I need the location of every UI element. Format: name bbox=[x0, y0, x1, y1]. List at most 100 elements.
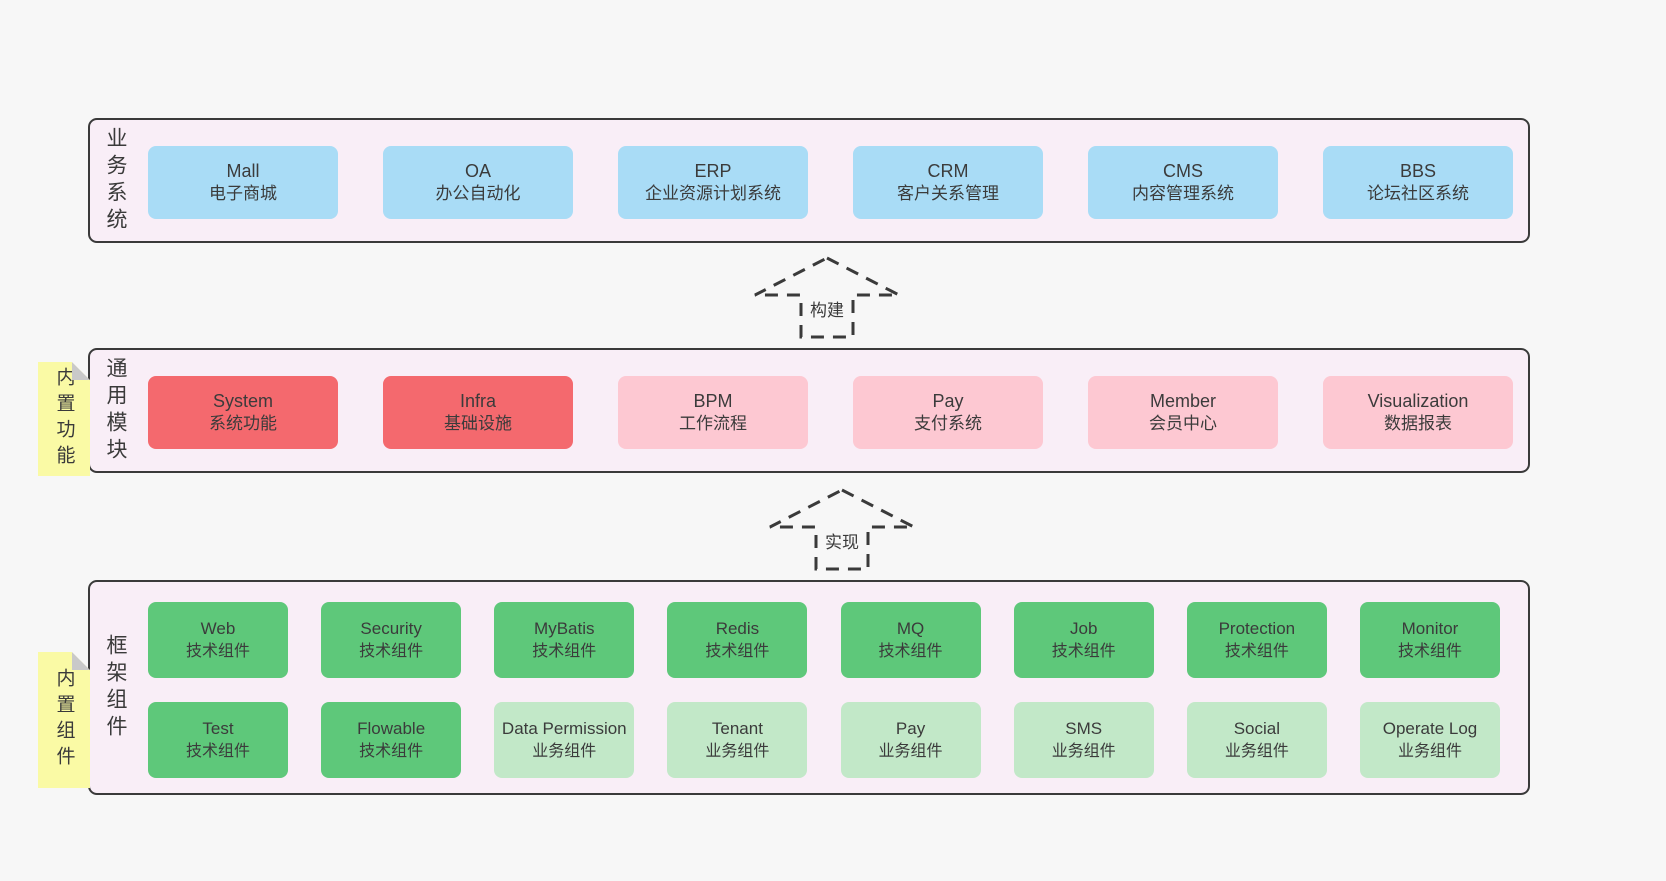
module-desc: 会员中心 bbox=[1149, 414, 1217, 434]
component-box-monitor: Monitor 技术组件 bbox=[1359, 602, 1500, 678]
component-desc: 技术组件 bbox=[705, 642, 770, 660]
module-name: ERP bbox=[694, 160, 732, 181]
layer-framework-panel: 框架组件 Web 技术组件 Security 技术组件 MyBatis 技术组件… bbox=[88, 580, 1530, 795]
component-desc: 业务组件 bbox=[705, 742, 770, 760]
component-box-security: Security 技术组件 bbox=[321, 602, 462, 678]
module-desc: 数据报表 bbox=[1384, 414, 1452, 434]
component-box-pay: Pay 业务组件 bbox=[840, 702, 981, 778]
layer-modules-label: 通用模块 bbox=[104, 356, 127, 465]
sticky-text: 内置功能 bbox=[53, 367, 75, 471]
component-name: Security bbox=[360, 618, 422, 638]
component-name: Flowable bbox=[357, 718, 426, 738]
module-desc: 电子商城 bbox=[209, 184, 277, 204]
component-box-test: Test 技术组件 bbox=[148, 702, 288, 778]
arrow-implement: 实现 bbox=[767, 487, 917, 572]
component-desc: 技术组件 bbox=[1397, 642, 1462, 660]
component-box-redis: Redis 技术组件 bbox=[667, 602, 808, 678]
component-name: Redis bbox=[715, 618, 760, 638]
module-desc: 内容管理系统 bbox=[1132, 184, 1234, 204]
module-name: CRM bbox=[927, 160, 969, 181]
component-desc: 技术组件 bbox=[359, 742, 424, 760]
module-box-bpm: BPM 工作流程 bbox=[618, 376, 808, 449]
business-box-row: Mall 电子商城 OA 办公自动化 ERP 企业资源计划系统 CRM 客户关系… bbox=[148, 146, 1513, 219]
component-box-social: Social 业务组件 bbox=[1186, 702, 1327, 778]
component-box-web: Web 技术组件 bbox=[148, 602, 288, 678]
modules-box-row: System 系统功能 Infra 基础设施 BPM 工作流程 Pay 支付系统… bbox=[148, 376, 1513, 449]
module-box-system: System 系统功能 bbox=[148, 376, 338, 449]
sticky-text: 内置组件 bbox=[53, 668, 75, 772]
module-name: CMS bbox=[1163, 160, 1203, 181]
component-box-flowable: Flowable 技术组件 bbox=[321, 702, 462, 778]
component-name: Web bbox=[200, 618, 236, 638]
module-desc: 办公自动化 bbox=[435, 184, 521, 204]
arrow-implement-label: 实现 bbox=[822, 527, 862, 554]
component-desc: 业务组件 bbox=[878, 742, 943, 760]
module-box-infra: Infra 基础设施 bbox=[383, 376, 573, 449]
component-name: Job bbox=[1069, 618, 1098, 638]
module-box-oa: OA 办公自动化 bbox=[383, 146, 573, 219]
layer-framework-label: 框架组件 bbox=[104, 633, 127, 742]
component-box-mybatis: MyBatis 技术组件 bbox=[494, 602, 635, 678]
component-desc: 业务组件 bbox=[1224, 742, 1289, 760]
component-box-job: Job 技术组件 bbox=[1013, 602, 1154, 678]
component-desc: 业务组件 bbox=[1397, 742, 1462, 760]
module-box-pay: Pay 支付系统 bbox=[853, 376, 1043, 449]
component-desc: 技术组件 bbox=[878, 642, 943, 660]
component-name: Test bbox=[202, 718, 234, 738]
module-name: BPM bbox=[693, 390, 733, 411]
module-name: Mall bbox=[226, 160, 260, 181]
module-name: Visualization bbox=[1367, 390, 1469, 411]
module-name: System bbox=[212, 390, 273, 411]
component-name: Monitor bbox=[1401, 618, 1459, 638]
module-desc: 系统功能 bbox=[209, 414, 277, 434]
layer-business-panel: 业务系统 Mall 电子商城 OA 办公自动化 ERP 企业资源计划系统 CRM… bbox=[88, 118, 1530, 243]
module-box-cms: CMS 内容管理系统 bbox=[1088, 146, 1278, 219]
module-name: Pay bbox=[932, 390, 964, 411]
module-box-crm: CRM 客户关系管理 bbox=[853, 146, 1043, 219]
module-name: Infra bbox=[459, 390, 497, 411]
sticky-note-built-in-features: 内置功能 bbox=[38, 362, 90, 476]
layer-modules-panel: 通用模块 System 系统功能 Infra 基础设施 BPM 工作流程 Pay… bbox=[88, 348, 1530, 473]
module-desc: 客户关系管理 bbox=[897, 184, 999, 204]
component-name: MyBatis bbox=[534, 618, 595, 638]
component-box-operate-log: Operate Log 业务组件 bbox=[1359, 702, 1500, 778]
component-box-sms: SMS 业务组件 bbox=[1013, 702, 1154, 778]
component-desc: 技术组件 bbox=[1224, 642, 1289, 660]
component-box-tenant: Tenant 业务组件 bbox=[667, 702, 808, 778]
component-desc: 技术组件 bbox=[359, 642, 424, 660]
dashed-up-arrow-icon bbox=[754, 256, 900, 339]
component-name: Tenant bbox=[711, 718, 763, 738]
module-desc: 企业资源计划系统 bbox=[645, 184, 781, 204]
sticky-note-built-in-components: 内置组件 bbox=[38, 652, 90, 788]
dashed-up-arrow-icon bbox=[769, 488, 915, 571]
module-box-bbs: BBS 论坛社区系统 bbox=[1323, 146, 1513, 219]
module-box-visualization: Visualization 数据报表 bbox=[1323, 376, 1513, 449]
module-desc: 基础设施 bbox=[444, 414, 512, 434]
module-name: OA bbox=[464, 160, 491, 181]
module-desc: 论坛社区系统 bbox=[1367, 184, 1469, 204]
component-name: Protection bbox=[1218, 618, 1296, 638]
component-box-protection: Protection 技术组件 bbox=[1186, 602, 1327, 678]
component-name: Pay bbox=[895, 718, 926, 738]
component-desc: 业务组件 bbox=[532, 742, 597, 760]
module-box-member: Member 会员中心 bbox=[1088, 376, 1278, 449]
framework-box-row-1: Web 技术组件 Security 技术组件 MyBatis 技术组件 Redi… bbox=[148, 602, 1500, 678]
arrow-build-label: 构建 bbox=[807, 295, 847, 322]
framework-box-row-2: Test 技术组件 Flowable 技术组件 Data Permission … bbox=[148, 702, 1500, 778]
module-desc: 支付系统 bbox=[914, 414, 982, 434]
component-desc: 技术组件 bbox=[185, 642, 250, 660]
component-desc: 业务组件 bbox=[1051, 742, 1116, 760]
module-box-mall: Mall 电子商城 bbox=[148, 146, 338, 219]
component-box-mq: MQ 技术组件 bbox=[840, 602, 981, 678]
component-desc: 技术组件 bbox=[1051, 642, 1116, 660]
component-name: SMS bbox=[1065, 718, 1103, 738]
layer-business-label: 业务系统 bbox=[104, 126, 127, 235]
component-desc: 技术组件 bbox=[185, 742, 250, 760]
module-box-erp: ERP 企业资源计划系统 bbox=[618, 146, 808, 219]
component-name: MQ bbox=[896, 618, 925, 638]
module-desc: 工作流程 bbox=[679, 414, 747, 434]
component-name: Social bbox=[1233, 718, 1280, 738]
arrow-build: 构建 bbox=[752, 255, 902, 340]
module-name: BBS bbox=[1399, 160, 1437, 181]
